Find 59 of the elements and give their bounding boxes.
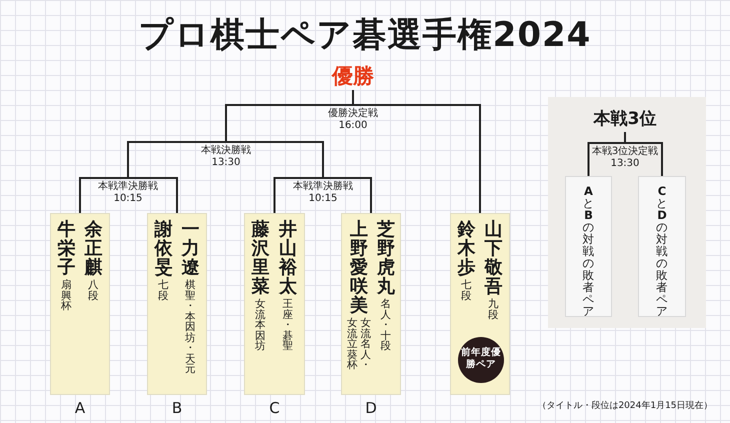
champion-heading: 優勝: [323, 62, 383, 90]
bracket-line: [588, 142, 625, 176]
pair-box: [450, 213, 510, 395]
match-name: 本戦準決勝戦: [292, 181, 354, 193]
player-title: 名人・十段: [380, 299, 392, 352]
champion-badge: 前年度優勝ペア: [458, 337, 504, 383]
player-title: 扇興杯: [60, 280, 72, 312]
title: プロ棋士ペア碁選手権2024: [138, 14, 592, 57]
match-time: 10:15: [308, 193, 338, 205]
match-name: 本戦決勝戦: [200, 145, 252, 157]
player-title: 七段: [158, 280, 169, 301]
pair-box: [147, 213, 207, 395]
player-title: 女流名人・女流立葵杯: [346, 318, 372, 373]
pair-box: [341, 213, 401, 395]
match-time: 16:00: [338, 120, 368, 132]
player-name: 芝野虎丸: [376, 220, 396, 296]
bracket-line: [79, 177, 128, 213]
match-name: 優勝決定戦: [327, 108, 379, 120]
bracket-line: [226, 141, 324, 178]
match-time: 13:30: [210, 157, 242, 169]
pair-letter: A: [74, 399, 86, 417]
loser-pair-box: AとBの対戦の敗者ペア: [565, 176, 612, 317]
player-title: 王座・碁聖: [282, 299, 294, 352]
bracket-line: [352, 90, 354, 105]
player-name: 井山裕太: [278, 220, 298, 296]
player-name: 藤沢里菜: [251, 220, 270, 296]
player-title: 九段: [488, 299, 499, 320]
bracket-line: [127, 141, 226, 178]
bracket-line: [323, 177, 372, 213]
player-name: 余正麒: [84, 220, 103, 277]
bracket-line: [624, 132, 626, 143]
pair-letter: D: [364, 399, 378, 417]
bracket-line: [625, 142, 663, 176]
bracket-line: [274, 177, 323, 213]
third-place-panel: [548, 97, 706, 328]
pair-letter: B: [170, 399, 184, 417]
player-title: 八段: [88, 280, 99, 301]
loser-pair-box: CとDの対戦の敗者ペア: [638, 176, 686, 317]
pair-letter: C: [268, 399, 281, 417]
match-name: 本戦準決勝戦: [97, 181, 159, 193]
player-title: 女流本因坊: [255, 299, 266, 352]
player-name: 牛栄子: [57, 220, 76, 277]
player-name: 一力遼: [181, 220, 200, 277]
pair-box: [244, 213, 305, 395]
match-time: 13:30: [610, 158, 640, 170]
player-name: 上野愛咲美: [350, 220, 368, 315]
player-name: 山下敬吾: [484, 220, 503, 296]
footnote: （タイトル・段位は2024年1月15日現在）: [536, 400, 714, 412]
pair-box: [50, 213, 110, 395]
player-title: 棋聖・本因坊・天元: [184, 280, 196, 374]
bracket-line: [128, 177, 178, 213]
match-time: 10:15: [112, 193, 144, 205]
player-name: 謝依旻: [154, 220, 173, 277]
player-name: 鈴木歩: [457, 220, 476, 277]
player-title: 七段: [460, 280, 472, 301]
third-place-heading: 本戦3位: [585, 107, 665, 132]
bracket-line: [353, 104, 481, 213]
match-name: 本戦3位決定戦: [590, 146, 660, 158]
bracket-line: [225, 104, 353, 142]
